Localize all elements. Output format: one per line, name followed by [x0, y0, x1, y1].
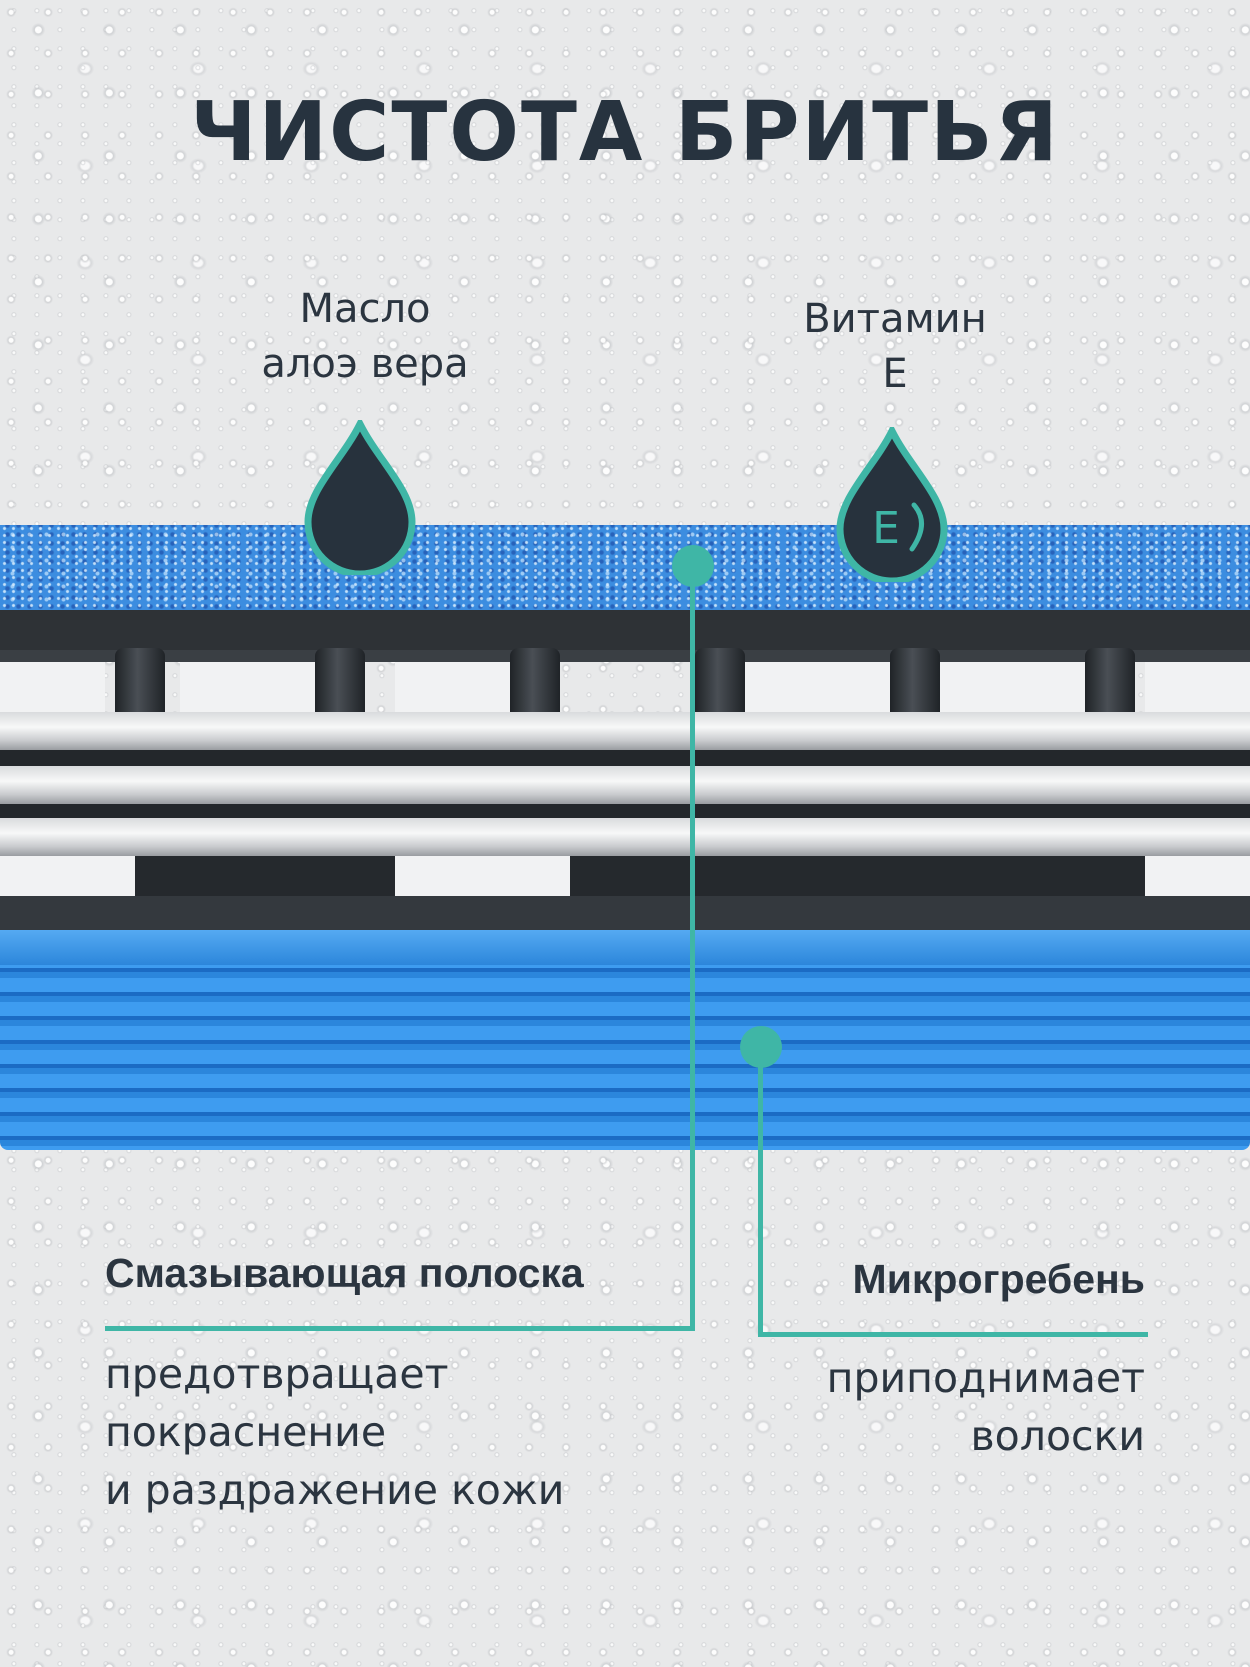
strip-callout-underline	[105, 1326, 695, 1331]
strip-callout-line	[690, 566, 695, 1331]
strip-desc-line3: и раздражение кожи	[105, 1466, 565, 1514]
frame-bottom-rail	[0, 896, 1250, 930]
frame-top-rail	[0, 610, 1250, 650]
frame-block	[135, 856, 395, 896]
strip-desc-line2: покраснение	[105, 1408, 387, 1456]
blade-clip	[315, 648, 365, 720]
ingredient-aloe-line1: Масло	[299, 286, 431, 332]
frame-window	[395, 660, 510, 720]
micro-comb	[0, 930, 1250, 1150]
blade-clip	[510, 648, 560, 720]
comb-feature-desc: приподнимает волоски	[827, 1349, 1145, 1465]
ingredient-vitamin-line2: E	[882, 351, 908, 397]
frame-window	[935, 660, 1085, 720]
ingredient-vitamin-line1: Витамин	[803, 296, 987, 342]
blade-gap	[0, 750, 1250, 768]
comb-desc-line1: приподнимает	[826, 1354, 1145, 1402]
micro-comb-top	[0, 930, 1250, 965]
blade-clip	[695, 648, 745, 720]
strip-desc-line1: предотвращает	[105, 1350, 449, 1398]
frame-window	[0, 660, 105, 720]
frame-inner-rail	[0, 650, 1250, 662]
comb-desc-line2: волоски	[970, 1412, 1146, 1460]
frame-window	[180, 660, 320, 720]
frame-window	[395, 856, 570, 896]
vitamin-e-letter: E	[872, 503, 900, 554]
frame-block	[570, 856, 1145, 896]
frame-window	[0, 856, 135, 896]
blade-clip	[890, 648, 940, 720]
ingredient-aloe-label: Масло алоэ вера	[230, 282, 500, 392]
blade-frame	[0, 610, 1250, 930]
frame-window	[1145, 856, 1250, 896]
ingredient-aloe-line2: алоэ вера	[261, 341, 469, 387]
lubricating-strip	[0, 525, 1250, 610]
frame-window	[745, 660, 890, 720]
blade-1	[0, 712, 1250, 750]
blade-2	[0, 766, 1250, 804]
blade-clip	[115, 648, 165, 720]
comb-callout-underline	[758, 1332, 1148, 1337]
strip-feature-title: Смазывающая полоска	[105, 1250, 584, 1296]
page-title: ЧИСТОТА БРИТЬЯ	[190, 85, 1060, 180]
ingredient-vitamin-label: Витамин E	[760, 292, 1030, 402]
blade-clip	[1085, 648, 1135, 720]
blade-gap	[0, 804, 1250, 822]
vitamin-e-drop-icon: E	[836, 427, 948, 582]
blade-3	[0, 818, 1250, 856]
comb-feature-title: Микрогребень	[852, 1256, 1145, 1302]
comb-callout-line	[758, 1047, 763, 1337]
water-drop-icon	[304, 420, 416, 575]
frame-window	[1145, 660, 1250, 720]
strip-feature-desc: предотвращает покраснение и раздражение …	[105, 1345, 564, 1519]
